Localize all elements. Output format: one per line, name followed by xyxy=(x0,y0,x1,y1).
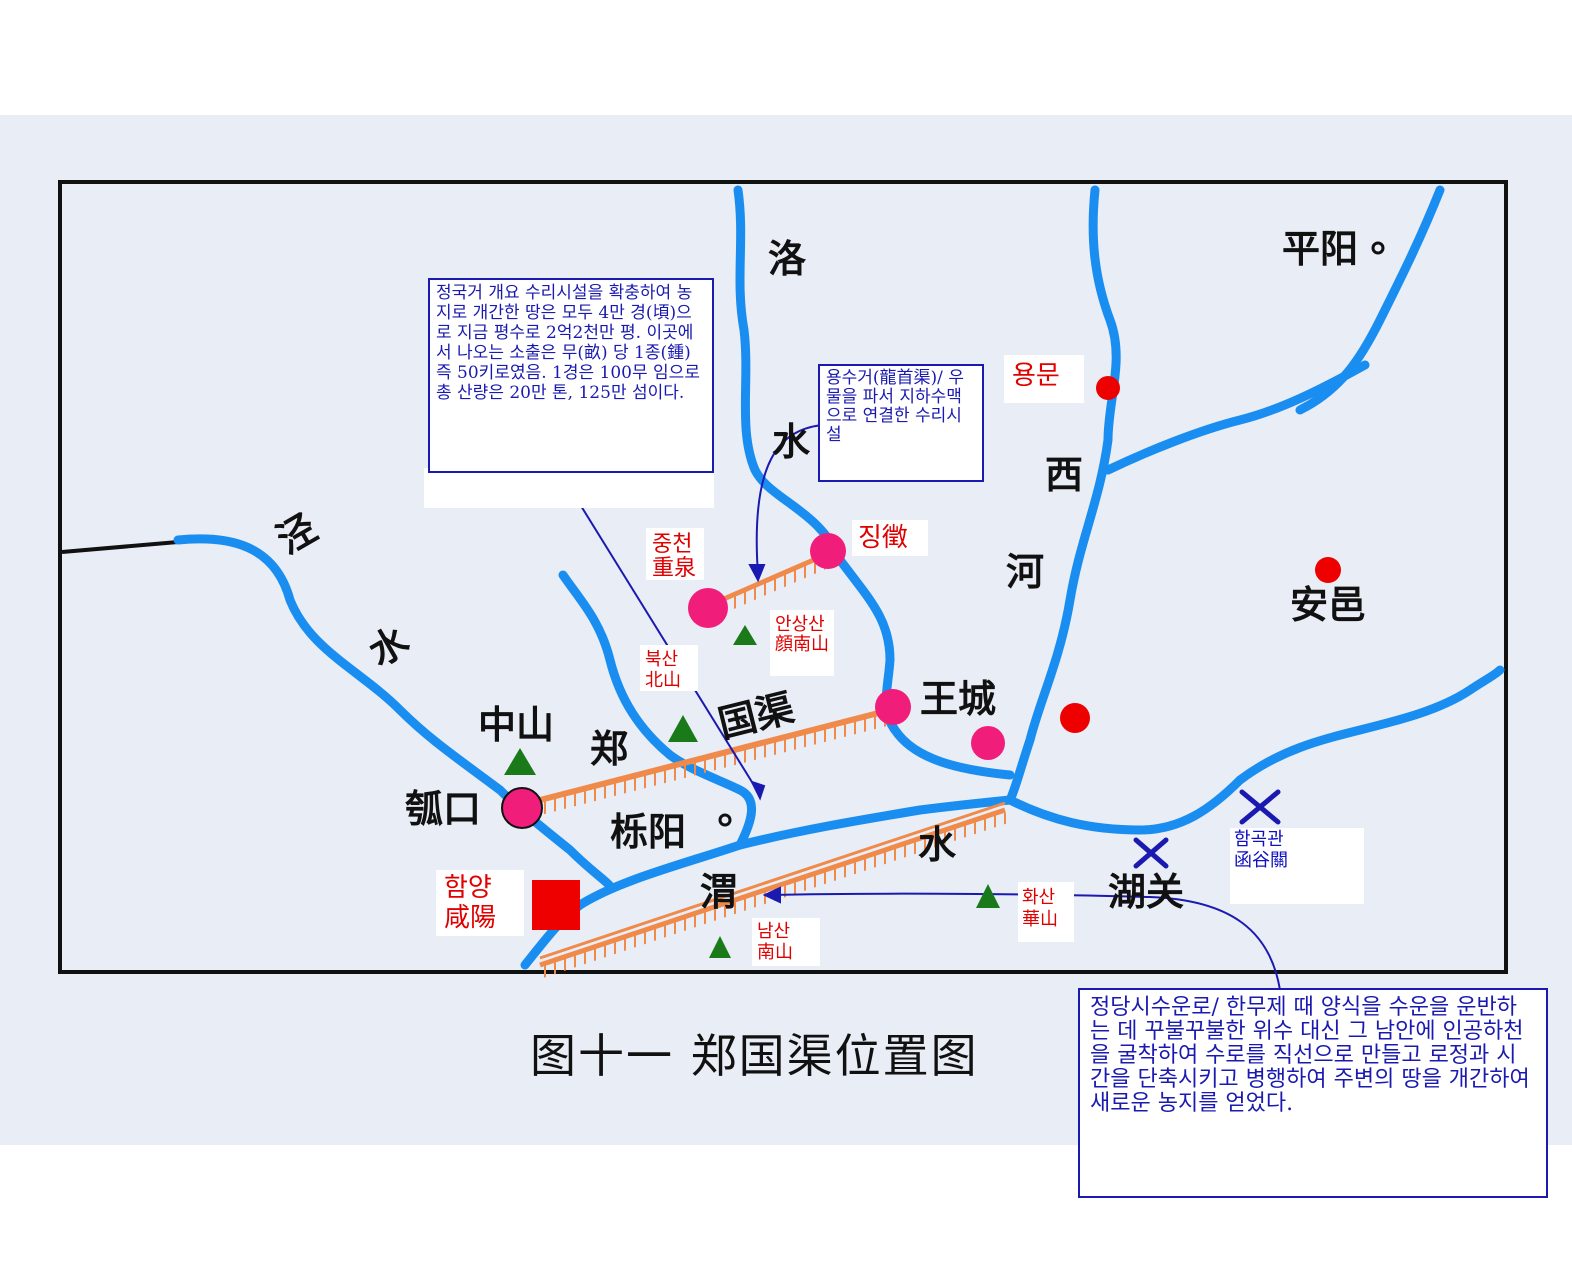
note-zhengguo-overview: 정국거 개요 수리시설을 확충하여 농지로 개간한 땅은 모두 4만 경(頃)으… xyxy=(428,278,714,473)
river-wei-1: 渭 xyxy=(700,869,738,914)
label-bg-ansangsan xyxy=(770,610,834,676)
mountain-buksan xyxy=(668,715,698,742)
city-pingyang xyxy=(1371,241,1385,255)
label-jing: 징徵 xyxy=(858,523,908,553)
place-hukou: 瓠口 xyxy=(405,786,481,831)
label-bg-jungcheon xyxy=(646,528,704,580)
river-wei-2: 水 xyxy=(918,822,957,867)
xihe-upper-east xyxy=(1295,185,1445,415)
label-buksan: 북산 xyxy=(645,649,678,670)
luo-river xyxy=(173,534,615,891)
label-bg-jing xyxy=(852,520,928,556)
place-pingyang: 平阳 xyxy=(1282,226,1358,271)
label-hamyang-hanja: 咸陽 xyxy=(444,903,496,933)
label-bg-yongmun xyxy=(1004,355,1084,403)
label-hamyang: 함양 xyxy=(444,873,492,903)
canal-label-1: 郑 xyxy=(590,726,628,771)
label-hwasan-hanja: 華山 xyxy=(1022,909,1058,930)
longshou-canal xyxy=(709,552,830,618)
river-xihe-2: 河 xyxy=(1006,549,1044,594)
zhengguo-canal xyxy=(538,707,892,815)
river-jing: 泾 xyxy=(269,505,324,563)
city-xianyang xyxy=(532,880,580,930)
arrow-head-note3 xyxy=(762,886,781,904)
label-bg-note1 xyxy=(424,468,714,508)
label-bg-hwasan xyxy=(1018,882,1074,942)
xihe-river xyxy=(1005,185,1121,805)
river-luo-east-2: 水 xyxy=(772,419,811,464)
city-anyi xyxy=(1315,557,1341,583)
river-jing-2: 水 xyxy=(361,617,417,675)
arrow-note1 xyxy=(559,471,761,796)
yellow-river-east xyxy=(1005,665,1505,835)
label-namsan-hanja: 南山 xyxy=(757,942,793,963)
label-ansangsan-hanja: 顔南山 xyxy=(775,634,829,655)
cross-hanguguan-2 xyxy=(1239,789,1281,825)
site-hukou xyxy=(501,787,543,829)
label-jungcheon-hanja: 重泉 xyxy=(652,556,696,581)
label-bg-buksan xyxy=(640,645,698,691)
city-east xyxy=(1060,703,1090,733)
site-chongquan xyxy=(688,588,728,628)
place-anyi: 安邑 xyxy=(1290,582,1366,627)
mountain-namsan xyxy=(709,936,731,958)
place-wangcheng: 王城 xyxy=(920,676,996,721)
arrow-head-note2 xyxy=(748,564,766,583)
cross-huguan-2 xyxy=(1133,837,1169,869)
site-wangcheng-east xyxy=(875,689,911,725)
arrow-head-note1 xyxy=(750,780,766,801)
boundary-line xyxy=(61,540,179,554)
place-huguan: 湖关 xyxy=(1108,869,1184,914)
map-frame xyxy=(58,180,1508,974)
place-yueyang: 栎阳 xyxy=(610,809,686,854)
label-hamgokgwan-hanja: 函谷關 xyxy=(1234,850,1288,871)
place-zhongshan: 中山 xyxy=(478,702,554,747)
label-bg-note3 xyxy=(1084,1196,1534,1218)
mountain-zhongshan xyxy=(504,748,536,775)
note-longshou-canal: 용수거(龍首渠)/ 우물을 파서 지하수맥으로 연결한 수리시설 xyxy=(818,364,984,482)
label-jungcheon: 중천 xyxy=(652,532,692,557)
river-luo-east: 洛 xyxy=(768,236,807,281)
arrow-note3 xyxy=(769,892,1281,991)
label-yongmun: 용문 xyxy=(1012,361,1060,391)
label-namsan: 남산 xyxy=(757,921,790,942)
map-caption: 图十一 郑国渠位置图 xyxy=(530,1029,979,1083)
label-ansangsan: 안상산 xyxy=(775,614,825,635)
label-bg-namsan xyxy=(752,918,820,966)
note-caoqu-canal: 정당시수운로/ 한무제 때 양식을 수운을 운반하는 데 꾸불꾸불한 위수 대신… xyxy=(1078,988,1548,1198)
site-wangcheng xyxy=(971,726,1005,760)
xihe-branch-east xyxy=(1103,360,1370,475)
mountain-hwasan xyxy=(976,884,1000,908)
label-hamgokgwan: 함곡관 xyxy=(1234,829,1284,850)
label-bg-hamyang xyxy=(436,870,524,936)
label-bg-hamgokgwan xyxy=(1230,828,1364,904)
jing-tributary xyxy=(558,570,757,850)
label-hwasan: 화산 xyxy=(1022,887,1055,908)
site-jing xyxy=(810,533,846,569)
city-yongmun xyxy=(1096,376,1120,400)
label-buksan-hanja: 北山 xyxy=(645,670,681,691)
river-xihe-1: 西 xyxy=(1045,452,1083,497)
arrow-note2 xyxy=(755,424,823,576)
mountain-ansangsan xyxy=(733,625,757,645)
city-yueyang xyxy=(718,813,732,827)
